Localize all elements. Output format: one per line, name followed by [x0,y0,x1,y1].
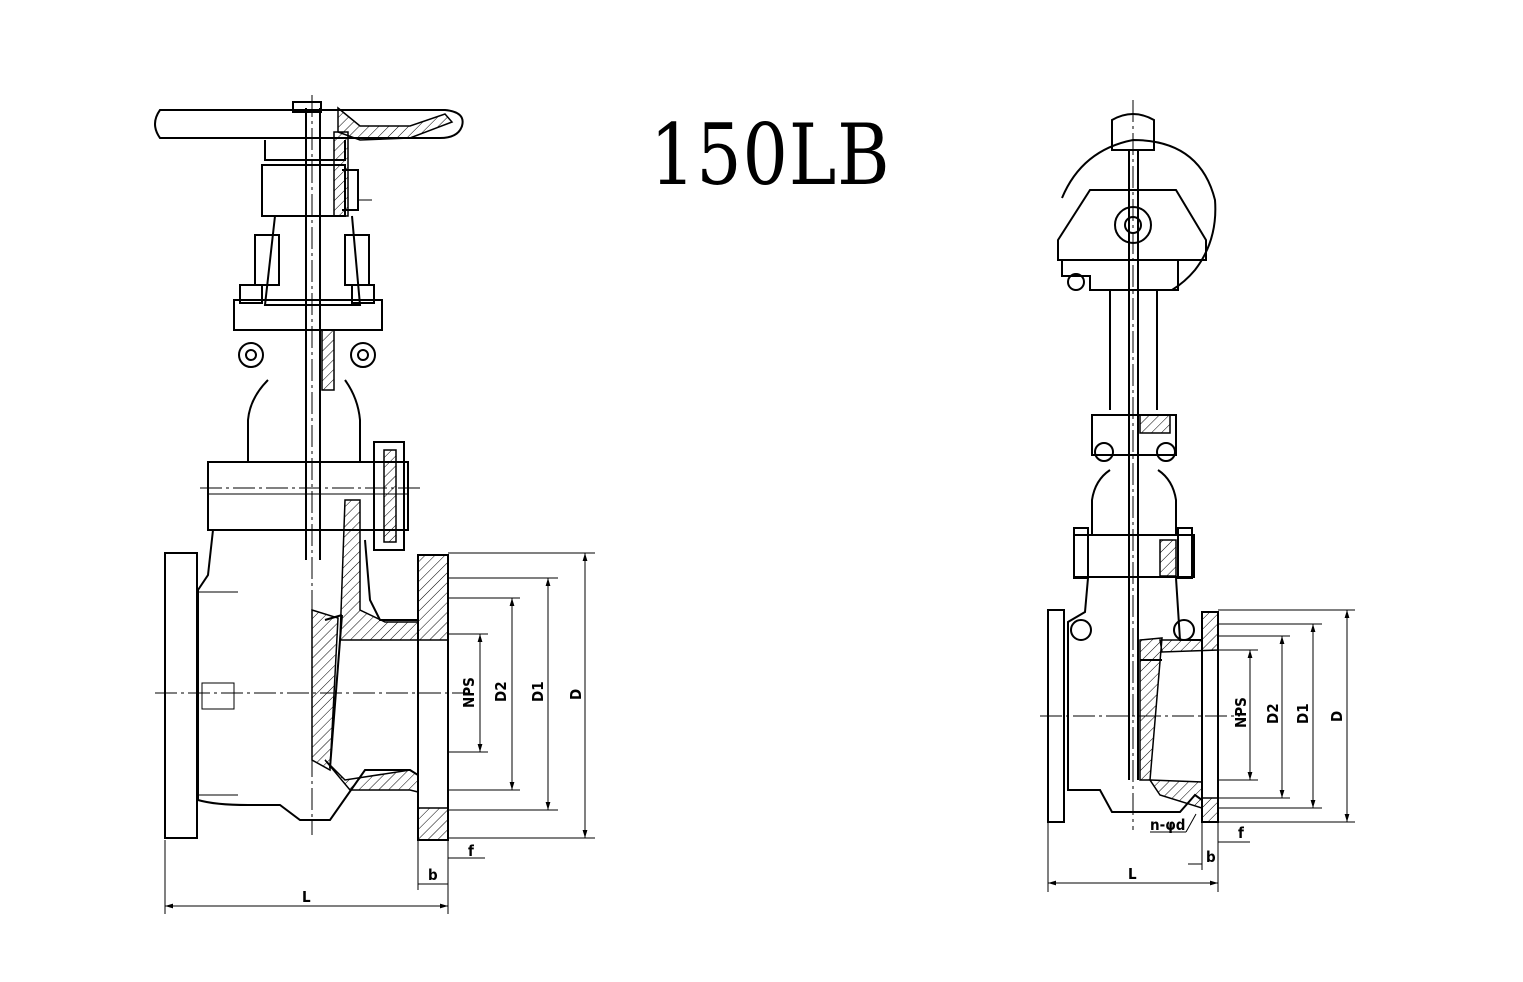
right-valve-body [1067,577,1219,823]
left-gland-bolts [233,284,383,391]
right-dimensions [1047,609,1355,892]
left-label-nps: NPS [460,677,478,708]
right-label-l: L [1128,865,1137,883]
right-label-bolt-holes: n-φd [1150,816,1185,834]
left-label-l: L [302,888,311,906]
left-valve-drawing: NPS D2 D1 D f b L [154,95,595,914]
left-label-d: D [567,689,585,700]
left-bonnet [207,379,409,551]
left-flange-right [417,554,449,841]
right-valve-drawing: NPS D2 D1 D f b L n-φd [1040,100,1355,892]
left-dimensions [164,552,595,914]
left-dimension-labels: NPS D2 D1 D f b L [302,677,585,906]
right-label-nps: NPS [1232,697,1250,728]
left-valve-body [197,499,449,841]
right-label-b: b [1206,848,1216,866]
left-label-f: f [468,842,474,860]
drawing-title: 150LB [650,106,891,204]
right-gear-operator [1057,113,1217,291]
left-label-b: b [428,866,438,884]
left-flange-left [164,552,238,839]
left-label-d1: D1 [529,681,547,702]
right-yoke-stem [1091,150,1177,780]
right-bonnet [1073,469,1195,579]
right-label-d: D [1328,711,1346,722]
left-label-d2: D2 [492,681,510,702]
right-label-f: f [1238,824,1244,842]
left-handwheel [154,101,464,161]
right-label-d2: D2 [1264,703,1282,724]
right-label-d1: D1 [1294,703,1312,724]
right-dimension-labels: NPS D2 D1 D f b L n-φd [1128,697,1346,883]
left-stem [305,108,321,560]
right-flange-right [1201,611,1219,823]
left-yoke [254,131,372,306]
